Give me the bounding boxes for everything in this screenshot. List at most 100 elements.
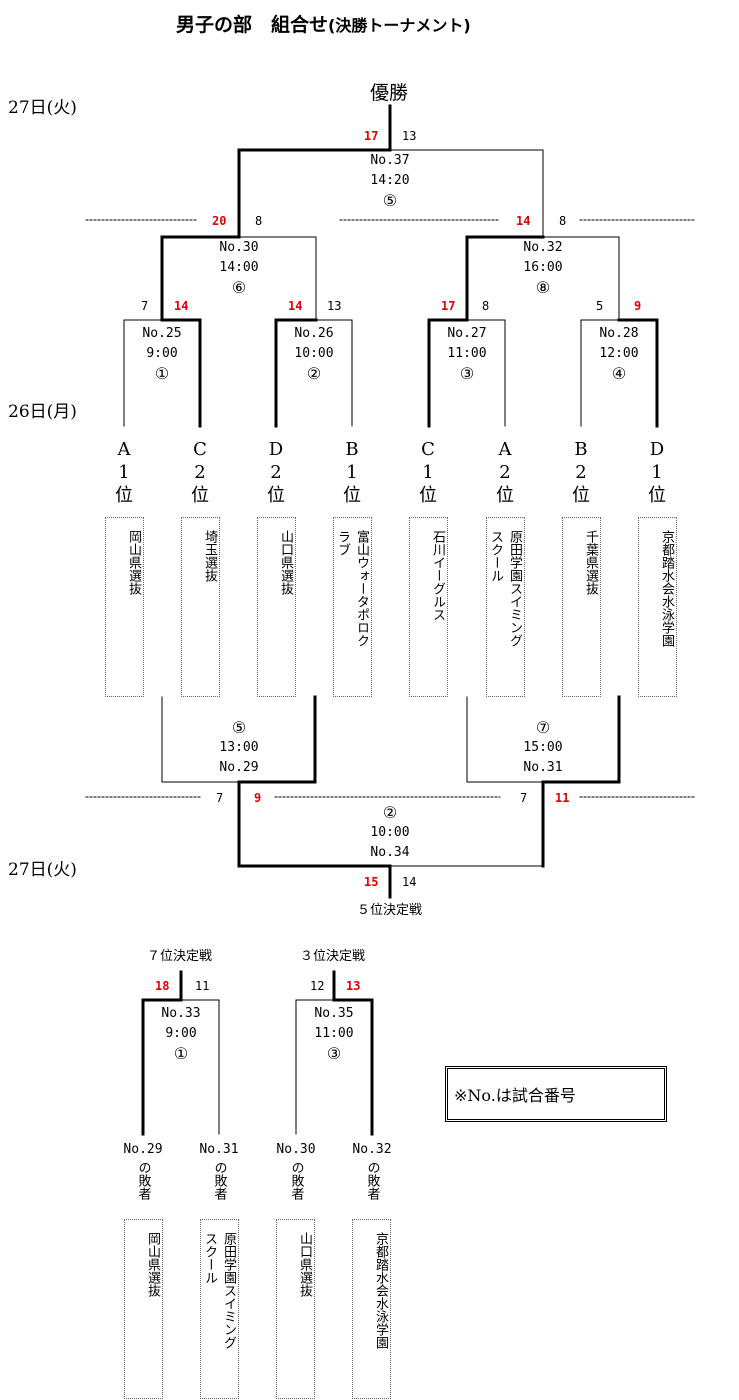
team-name: 埼玉選抜 [202,530,217,582]
seed-suffix: 位 [343,485,361,506]
score-right: 11 [555,791,570,805]
court-number: ⑧ [535,278,551,297]
score-right: 9 [634,299,642,313]
score-left: 7 [520,791,528,805]
match-quarter: No.25 9:00 ① [127,324,197,384]
loser-text: の敗者 [364,1161,380,1200]
court-number: ② [382,803,398,822]
score-left: 14 [288,299,303,313]
third-place-label: ３位決定戦 [300,949,366,964]
match-third-place: No.35 11:00 ③ [299,1004,369,1064]
court-number: ③ [326,1044,342,1063]
court-number: ③ [459,364,475,383]
seed-suffix: 位 [267,485,285,506]
seed-rank: 1 [422,462,434,483]
seed-rank: 1 [118,462,130,483]
score-left: 14 [516,214,531,228]
seed-rank: 2 [499,462,511,483]
team-name: 富山ウォータポロク ラブ [335,530,369,647]
match-no: No.31 [523,760,563,775]
court-number: ⑥ [231,278,247,297]
loser-label: No.32 の敗者 [343,1140,401,1200]
match-no: No.35 [314,1006,354,1021]
team-box: 京都踏水会水泳学園 [352,1219,391,1399]
seed-group: B [574,439,588,460]
team-box: 原田学園スイミング スクール [486,517,525,697]
match-time: 16:00 [523,260,563,275]
score-left: 7 [141,299,149,313]
page-title: 男子の部 組合せ(決勝トーナメント) [176,14,471,36]
seed-suffix: 位 [496,485,514,506]
team-name: 千葉県選抜 [583,530,598,595]
seed-group: D [268,439,284,460]
score-right: 11 [195,979,210,993]
score-left: 5 [596,299,604,313]
team-box: 埼玉選抜 [181,517,220,697]
score-left: 12 [310,979,325,993]
team-name: 山口県選抜 [278,530,293,595]
court-number: ④ [611,364,627,383]
team-name: 石川イーグルス [430,530,445,621]
score-right: 9 [254,791,262,805]
score-right: 14 [174,299,189,313]
match-time: 10:00 [294,346,334,361]
date-label: 27日(火) [8,98,77,118]
score-right: 8 [255,214,263,228]
team-box: 原田学園スイミング スクール [200,1219,239,1399]
score-left: 17 [441,299,456,313]
team-box: 石川イーグルス [409,517,448,697]
match-time: 9:00 [165,1026,197,1041]
match-final: No.37 14:20 ⑤ [350,151,430,211]
match-time: 14:00 [219,260,259,275]
score-right: 13 [402,129,417,143]
match-no: No.37 [370,153,410,168]
score-left: 18 [155,979,170,993]
loser-label: No.30 の敗者 [267,1140,325,1200]
loser-match: No.32 [352,1142,392,1157]
court-number: ⑤ [231,718,247,737]
score-left: 7 [216,791,224,805]
loser-text: の敗者 [211,1161,227,1200]
seed-rank: 1 [346,462,358,483]
loser-text: の敗者 [135,1161,151,1200]
fifth-place-label: ５位決定戦 [357,903,423,918]
loser-match: No.31 [199,1142,239,1157]
seed-suffix: 位 [648,485,666,506]
team-name: 京都踏水会水泳学園 [659,530,674,647]
match-no: No.33 [161,1006,201,1021]
match-quarter: No.27 11:00 ③ [432,324,502,384]
match-consolation: ⑤ 13:00 No.29 [199,718,279,778]
team-box: 山口県選抜 [257,517,296,697]
team-name: 原田学園スイミング スクール [488,530,522,647]
score-right: 14 [402,875,417,889]
match-semi: No.30 14:00 ⑥ [199,238,279,298]
champion-label: 優勝 [370,82,409,104]
match-no: No.30 [219,240,259,255]
score-right: 13 [327,299,342,313]
team-name: 岡山県選抜 [126,530,141,595]
match-quarter: No.26 10:00 ② [279,324,349,384]
court-number: ② [306,364,322,383]
team-box: 富山ウォータポロク ラブ [333,517,372,697]
legend-note: ※No.は試合番号 [445,1066,667,1122]
loser-label: No.31 の敗者 [190,1140,248,1200]
seed-group: C [421,439,435,460]
loser-match: No.29 [123,1142,163,1157]
court-number: ① [173,1044,189,1063]
seed-suffix: 位 [191,485,209,506]
seed-suffix: 位 [419,485,437,506]
match-time: 10:00 [370,825,410,840]
match-no: No.28 [599,326,639,341]
score-right: 8 [482,299,490,313]
match-time: 12:00 [599,346,639,361]
seed-group: A [498,439,512,460]
match-no: No.34 [370,845,410,860]
team-name: 岡山県選抜 [145,1232,160,1297]
